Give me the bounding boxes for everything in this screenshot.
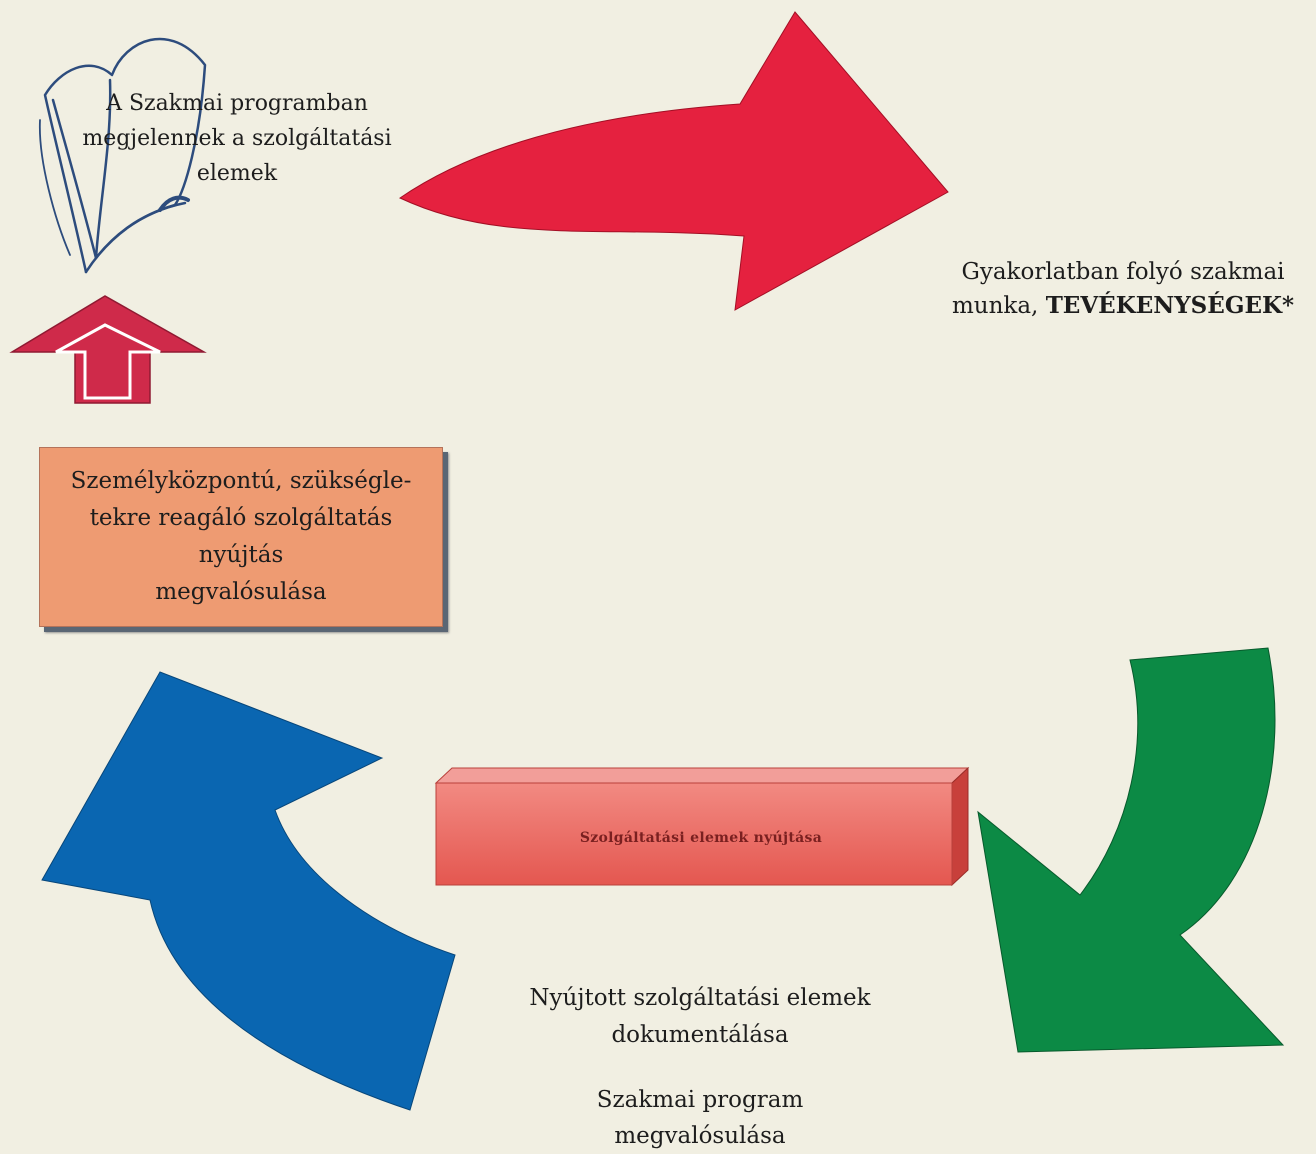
- book-caption-line: A Szakmai programban: [106, 91, 368, 116]
- person-centered-service-box: Személyközpontú, szükségle- tekre reagál…: [39, 447, 443, 627]
- curved-arrow-green-down: [977, 647, 1285, 1053]
- program-caption-line: megvalósulása: [614, 1123, 786, 1149]
- book-caption-line: elemek: [196, 161, 278, 186]
- book-caption: A Szakmai programban megjelennek a szolg…: [70, 86, 404, 191]
- box-text-line: nyújtás: [198, 542, 284, 568]
- program-caption-line: Szakmai program: [596, 1087, 804, 1113]
- box-text-line: megvalósulása: [155, 579, 327, 605]
- service-elements-bar-shape: [434, 766, 970, 887]
- box-text-line: tekre reagáló szolgáltatás: [89, 505, 393, 531]
- practice-caption: Gyakorlatban folyó szakmai munka, TEVÉKE…: [930, 255, 1316, 323]
- practice-caption-line: Gyakorlatban folyó szakmai: [961, 259, 1285, 285]
- book-caption-line: megjelennek a szolgáltatási: [82, 126, 392, 151]
- documentation-caption-line: Nyújtott szolgáltatási elemek: [529, 985, 871, 1011]
- service-elements-bar-label: Szolgáltatási elemek nyújtása: [579, 830, 823, 846]
- documentation-caption-line: dokumentálása: [611, 1022, 789, 1048]
- curved-arrow-blue-up: [41, 671, 456, 1111]
- documentation-caption: Nyújtott szolgáltatási elemek dokumentál…: [470, 980, 930, 1054]
- open-book-icon: [38, 37, 207, 274]
- small-up-arrow: [9, 295, 207, 404]
- box-text-line: Személyközpontú, szükségle-: [70, 468, 412, 494]
- practice-caption-emphasis: TEVÉKENYSÉGEK*: [1045, 292, 1295, 319]
- program-caption: Szakmai program megvalósulása: [520, 1082, 880, 1154]
- practice-caption-prefix: munka,: [951, 293, 1046, 319]
- curved-arrow-red-right: [398, 11, 949, 311]
- practice-caption-line: munka, TEVÉKENYSÉGEK*: [930, 289, 1316, 323]
